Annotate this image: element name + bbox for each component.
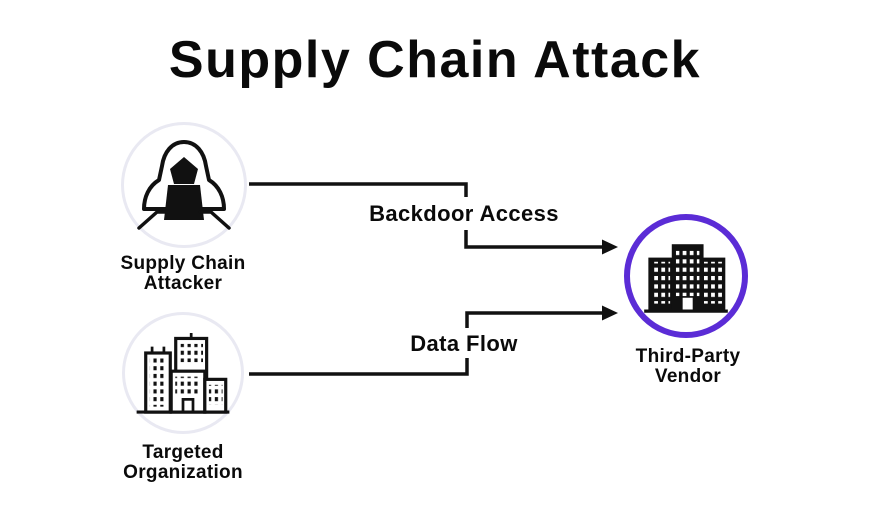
edge-label-data-flow: Data Flow xyxy=(410,331,518,356)
third-party-vendor-node-circle xyxy=(624,214,748,338)
city-buildings-outline-icon xyxy=(133,327,233,419)
edge-label-backdoor-access: Backdoor Access xyxy=(369,201,559,226)
data-flow-arrowhead xyxy=(602,305,618,321)
targeted-organization-node-label: Targeted Organization xyxy=(123,442,243,483)
hacker-hoodie-laptop-icon xyxy=(134,135,234,235)
diagram-title: Supply Chain Attack xyxy=(168,31,702,89)
office-building-solid-icon xyxy=(640,234,732,318)
attacker-node-circle xyxy=(121,122,247,248)
backdoor-access-arrowhead xyxy=(602,239,618,255)
attacker-node-label: Supply Chain Attacker xyxy=(120,253,246,294)
targeted-organization-node-circle xyxy=(122,312,244,434)
third-party-vendor-node-label: Third-Party Vendor xyxy=(635,346,741,387)
